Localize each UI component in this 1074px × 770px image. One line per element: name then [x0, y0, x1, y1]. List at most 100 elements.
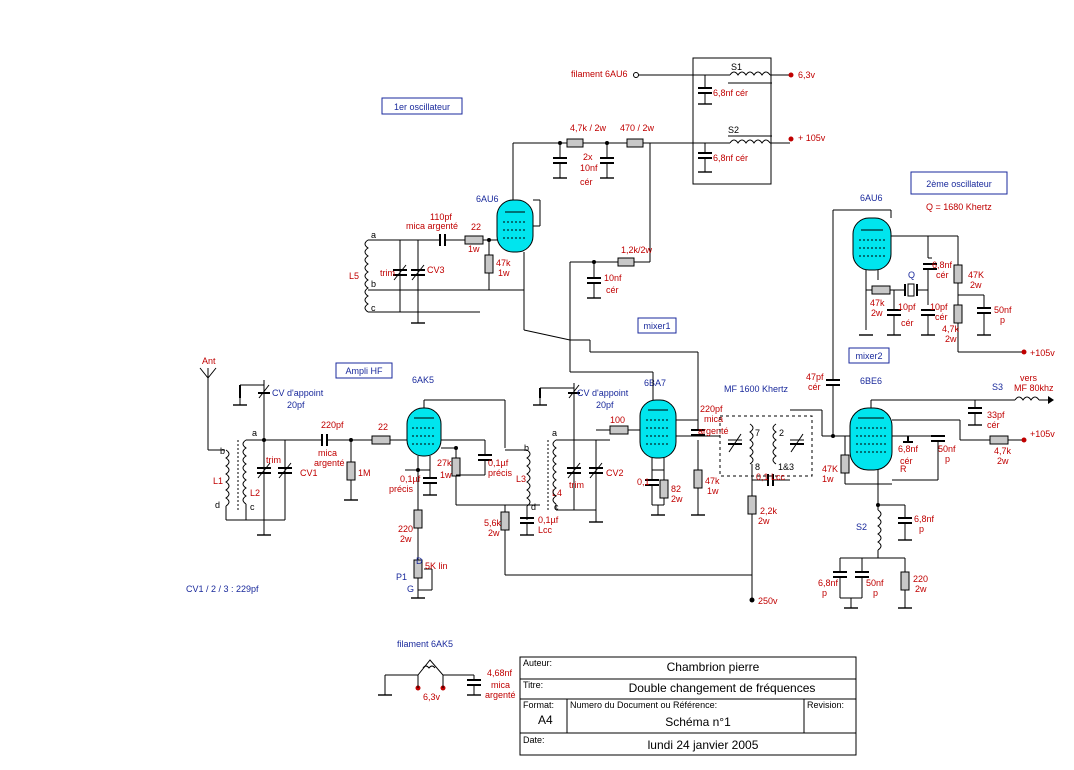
c468-label: 4,68nf: [487, 668, 513, 678]
n8-label: 8: [755, 462, 760, 472]
mica3-label: mica: [704, 414, 723, 424]
label-mixer1: mixer1: [643, 321, 670, 331]
lcc-label: Lcc: [538, 525, 553, 535]
mf1600-label: MF 1600 Khertz: [724, 384, 789, 394]
c68nf-cer-a: 6,8nf cér: [713, 88, 748, 98]
tb-titre-label: Titre:: [523, 680, 543, 690]
pc-label: c: [371, 303, 376, 313]
l1-label: L1: [213, 476, 223, 486]
ampli-hf-tube-6ak5: 6AK5 0,1µf précis 220 2w D G P1: [389, 375, 559, 599]
trim3-label: trim: [569, 480, 584, 490]
cv1-label: CV1: [300, 468, 318, 478]
r47k-b-label: 47k: [705, 476, 720, 486]
cer-d-label: cér: [808, 382, 821, 392]
precis-label: précis: [389, 484, 414, 494]
tb-ref-label: Numero du Document ou Référence:: [570, 700, 717, 710]
l4-label: L4: [552, 488, 562, 498]
r-label: R: [900, 464, 907, 474]
r47K-fw-label: 1w: [822, 474, 834, 484]
c01-label: 0,1: [637, 477, 650, 487]
tube-t4-label: 6BA7: [644, 378, 666, 388]
r47ka-label: 47k: [496, 258, 511, 268]
precis-b-label: précis: [488, 468, 513, 478]
title-block: Auteur: Chambrion pierre Titre: Double c…: [519, 656, 857, 756]
cvapp-label: CV d'appoint: [272, 388, 324, 398]
c10nf-label: 10nf: [580, 163, 598, 173]
cv2-label: CV2: [606, 468, 624, 478]
n7-label: 7: [755, 428, 760, 438]
tb-date: lundi 24 janvier 2005: [648, 738, 759, 752]
pc2-label: c: [250, 502, 255, 512]
s2-label: S2: [728, 125, 739, 135]
v250-label: 250v: [758, 596, 778, 606]
r47K-c-label: 47K: [968, 270, 984, 280]
c33pf-label: 33pf: [987, 410, 1005, 420]
tb-auteur: Chambrion pierre: [667, 660, 760, 674]
second-oscillator: 6AU6 Q = 1680 Khertz +105v 47K 2w 4,7k 2…: [832, 193, 1055, 380]
cv3-label: CV3: [427, 265, 445, 275]
if-transformer-1600: MF 1600 Khertz 7 8 2 1&3 0,1 Lcc 2,2k 2w…: [505, 384, 850, 606]
c10pf-b-label: 10pf: [930, 302, 948, 312]
c220pf-label: 220pf: [321, 420, 344, 430]
r1m-label: 1M: [358, 468, 371, 478]
v105-label: + 105v: [798, 133, 826, 143]
r82w-label: 2w: [671, 494, 683, 504]
s2b-label: S2: [856, 522, 867, 532]
label-box-osc2: 2ème oscillateur: [910, 171, 1008, 195]
mica4-label: mica: [491, 680, 510, 690]
filament-6ak5-section: filament 6AK5 6,3v 4,68nf mica argenté: [378, 639, 516, 702]
label-box-osc1: 1er oscillateur: [381, 97, 463, 115]
r47k-e-label: 4,7k: [942, 324, 960, 334]
n2-label: 2: [779, 428, 784, 438]
r47k-d-label: 47k: [870, 298, 885, 308]
label-osc1: 1er oscillateur: [394, 102, 450, 112]
mica-argente-label: mica argenté: [406, 221, 458, 231]
r27k-label: 27k: [437, 458, 452, 468]
c01uf-label: 0,1µf: [400, 474, 421, 484]
q1680-label: Q = 1680 Khertz: [926, 202, 992, 212]
r22b-label: 22: [378, 422, 388, 432]
pa2-label: a: [252, 428, 257, 438]
cvapp2-label: CV d'appoint: [577, 388, 629, 398]
mixer1-section: a c L4 trim CV2 CV d'appoint 20pf 100 6B…: [533, 372, 729, 523]
p-e-label: p: [873, 588, 878, 598]
label-ampli: Ampli HF: [345, 366, 383, 376]
c47pf-label: 47pf: [806, 372, 824, 382]
v105b-label: +105v: [1030, 429, 1055, 439]
tube-t3-label: 6AK5: [412, 375, 434, 385]
label-box-mixer1: mixer1: [637, 317, 677, 334]
r47k-gw-label: 2w: [997, 456, 1009, 466]
r47K-f-label: 47K: [822, 464, 838, 474]
argente2-label: argenté: [314, 458, 345, 468]
pb2-label: b: [220, 446, 225, 456]
r82-label: 82: [671, 484, 681, 494]
label-mixer2: mixer2: [855, 351, 882, 361]
p-d-label: p: [822, 588, 827, 598]
r47ka-w-label: 1w: [498, 268, 510, 278]
l2-label: L2: [250, 488, 260, 498]
antenna-input: Ant b d L1 a c L2 trim CV1: [199, 356, 407, 536]
p-a-label: p: [1000, 315, 1005, 325]
r100-label: 100: [610, 415, 625, 425]
pa4-label: a: [552, 428, 557, 438]
ant-label: Ant: [202, 356, 216, 366]
pb-label: b: [371, 279, 376, 289]
c2x-label: 2x: [583, 152, 593, 162]
c50nf-a-label: 50nf: [994, 305, 1012, 315]
cer-f-label: cér: [900, 456, 913, 466]
r12k-label: 1,2k/2w: [621, 245, 653, 255]
c68nf-b-label: 6,8nf: [898, 444, 919, 454]
osc-to-mixer-section: 1,2k/2w 10nf cér: [569, 143, 699, 420]
k5lin-label: 5K lin: [425, 561, 448, 571]
c220pf-b-label: 220pf: [700, 404, 723, 414]
pd3-label: d: [531, 502, 536, 512]
tube-t2-label: 6AU6: [860, 193, 883, 203]
r47k-ew-label: 2w: [945, 334, 957, 344]
trim1-label: trim: [380, 268, 395, 278]
c10nf-b-label: 10nf: [604, 273, 622, 283]
c68nf-d-label: 6,8nf: [818, 578, 839, 588]
vers-label: vers: [1020, 373, 1038, 383]
r56k-w-label: 2w: [488, 528, 500, 538]
r47K-cw-label: 2w: [970, 280, 982, 290]
